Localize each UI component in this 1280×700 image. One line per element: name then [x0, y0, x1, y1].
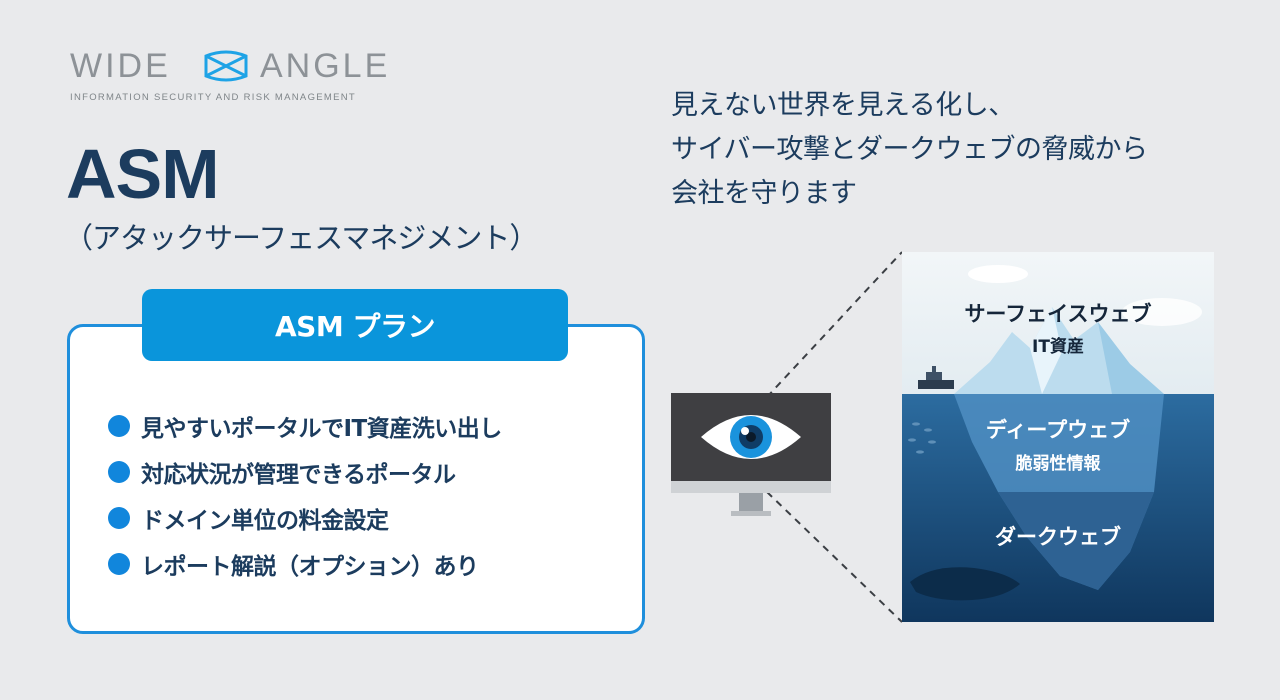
tagline-line: 会社を守ります: [671, 178, 857, 209]
tagline-line: サイバー攻撃とダークウェブの脅威から: [671, 134, 1148, 165]
surface-web-subtitle: IT資産: [1032, 337, 1084, 357]
page-subtitle: （アタックサーフェスマネジメント）: [64, 221, 538, 255]
list-item: ドメイン単位の料金設定: [108, 495, 502, 541]
deep-web-title: ディープウェブ: [985, 418, 1131, 442]
surface-web-title: サーフェイスウェブ: [964, 302, 1152, 326]
plan-card: [67, 324, 645, 634]
brand-logo: WIDE ANGLE INFORMATION SECURITY AND RISK…: [70, 46, 415, 108]
list-item: レポート解説（オプション）あり: [108, 541, 502, 587]
feature-text: 見やすいポータルでIT資産洗い出し: [141, 416, 502, 442]
feature-list: 見やすいポータルでIT資産洗い出し 対応状況が管理できるポータル ドメイン単位の…: [108, 403, 502, 587]
iceberg-illustration: [902, 252, 1214, 622]
list-item: 見やすいポータルでIT資産洗い出し: [108, 403, 502, 449]
tagline: 見えない世界を見える化し、 サイバー攻撃とダークウェブの脅威から 会社を守ります: [671, 84, 1148, 216]
fish-icon: [908, 422, 936, 454]
feature-text: ドメイン単位の料金設定: [141, 508, 389, 534]
ship-icon: [918, 366, 954, 389]
wide-angle-logo-mark-icon: [204, 50, 248, 82]
logo-word-right: ANGLE: [260, 47, 391, 85]
bullet-icon: [108, 553, 130, 575]
tagline-line: 見えない世界を見える化し、: [671, 90, 1015, 121]
logo-word-left: WIDE: [70, 47, 171, 85]
bullet-icon: [108, 415, 130, 437]
deep-web-subtitle: 脆弱性情報: [1015, 454, 1101, 474]
plan-label: ASM プラン: [142, 289, 568, 361]
whale-icon: [910, 567, 1020, 601]
bullet-icon: [108, 507, 130, 529]
eye-monitor-icon: [671, 393, 831, 516]
list-item: 対応状況が管理できるポータル: [108, 449, 502, 495]
dark-web-title: ダークウェブ: [995, 525, 1121, 549]
page-title: ASM: [66, 135, 220, 213]
bullet-icon: [108, 461, 130, 483]
feature-text: レポート解説（オプション）あり: [141, 554, 479, 580]
logo-tagline: INFORMATION SECURITY AND RISK MANAGEMENT: [70, 92, 357, 103]
feature-text: 対応状況が管理できるポータル: [141, 462, 456, 488]
